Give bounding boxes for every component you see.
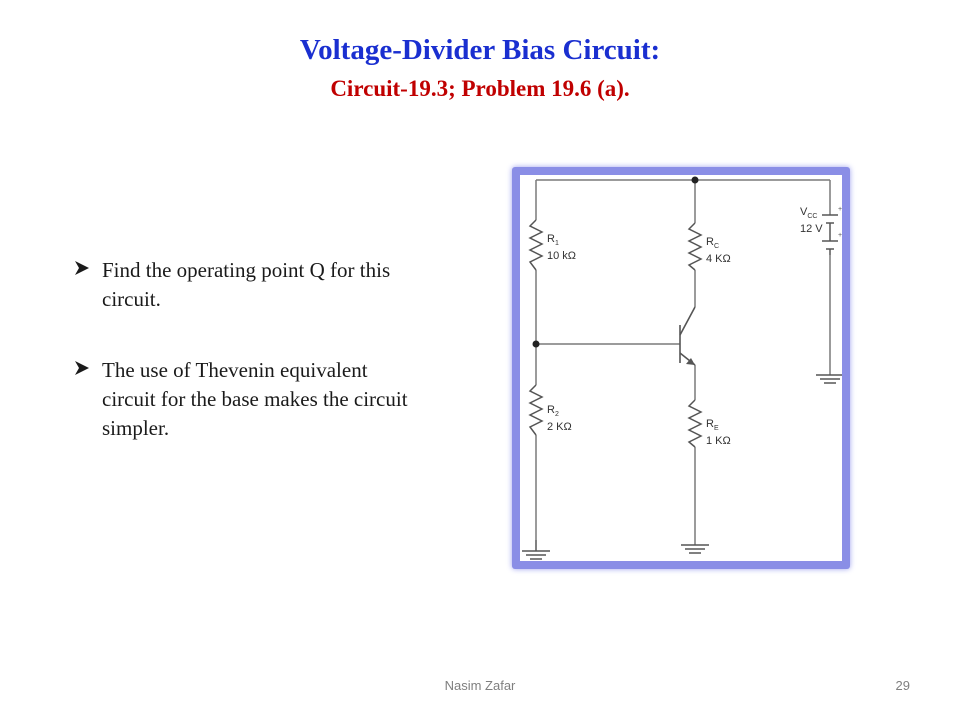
bullet-list: Find the operating point Q for this circ…: [74, 256, 504, 485]
r2-label: R2: [547, 404, 559, 418]
vcc-label: VCC: [800, 206, 817, 220]
re-resistor: [687, 399, 703, 448]
plus-sign: +: [838, 206, 842, 213]
r1-label: R1: [547, 233, 559, 247]
rc-resistor: [687, 222, 703, 271]
ground-symbol: [681, 544, 709, 554]
bullet-line: The use of Thevenin equivalent: [102, 358, 368, 382]
arrow-bullet-icon: [74, 356, 102, 381]
bullet-item: Find the operating point Q for this circ…: [74, 256, 504, 314]
junction-dot: [691, 176, 699, 184]
page-number: 29: [895, 678, 910, 693]
bullet-line: Find the operating point Q for this: [102, 258, 391, 282]
r2-resistor: [528, 384, 544, 436]
emitter-arrow-icon: [686, 358, 695, 365]
circuit-diagram: + + R1 10 kΩ: [522, 176, 844, 560]
junction-dot: [532, 340, 540, 348]
circuit-canvas: + + R1 10 kΩ: [520, 175, 844, 561]
rc-label: RC: [706, 236, 719, 250]
r2-value: 2 KΩ: [547, 421, 572, 433]
bullet-text: Find the operating point Q for this circ…: [102, 256, 390, 314]
circuit-frame: + + R1 10 kΩ: [512, 167, 850, 569]
vcc-battery: [822, 214, 838, 255]
r1-value: 10 kΩ: [547, 250, 576, 262]
plus-sign: +: [838, 232, 842, 239]
bullet-line: circuit.: [102, 287, 161, 311]
transistor-npn: [679, 306, 696, 366]
bullet-item: The use of Thevenin equivalent circuit f…: [74, 356, 504, 443]
bullet-text: The use of Thevenin equivalent circuit f…: [102, 356, 408, 443]
r1-resistor: [528, 219, 544, 271]
bullet-line: simpler.: [102, 416, 170, 440]
re-label: RE: [706, 418, 719, 432]
re-value: 1 KΩ: [706, 435, 731, 447]
rc-value: 4 KΩ: [706, 253, 731, 265]
slide-title: Voltage-Divider Bias Circuit:: [299, 34, 661, 66]
ground-symbol: [522, 540, 550, 560]
footer-author: Nasim Zafar: [444, 678, 516, 693]
ground-symbol: [816, 374, 844, 384]
arrow-bullet-icon: [74, 256, 102, 281]
vcc-value: 12 V: [800, 223, 823, 235]
slide-subtitle: Circuit-19.3; Problem 19.6 (a).: [330, 76, 630, 101]
bullet-line: circuit for the base makes the circuit: [102, 387, 408, 411]
